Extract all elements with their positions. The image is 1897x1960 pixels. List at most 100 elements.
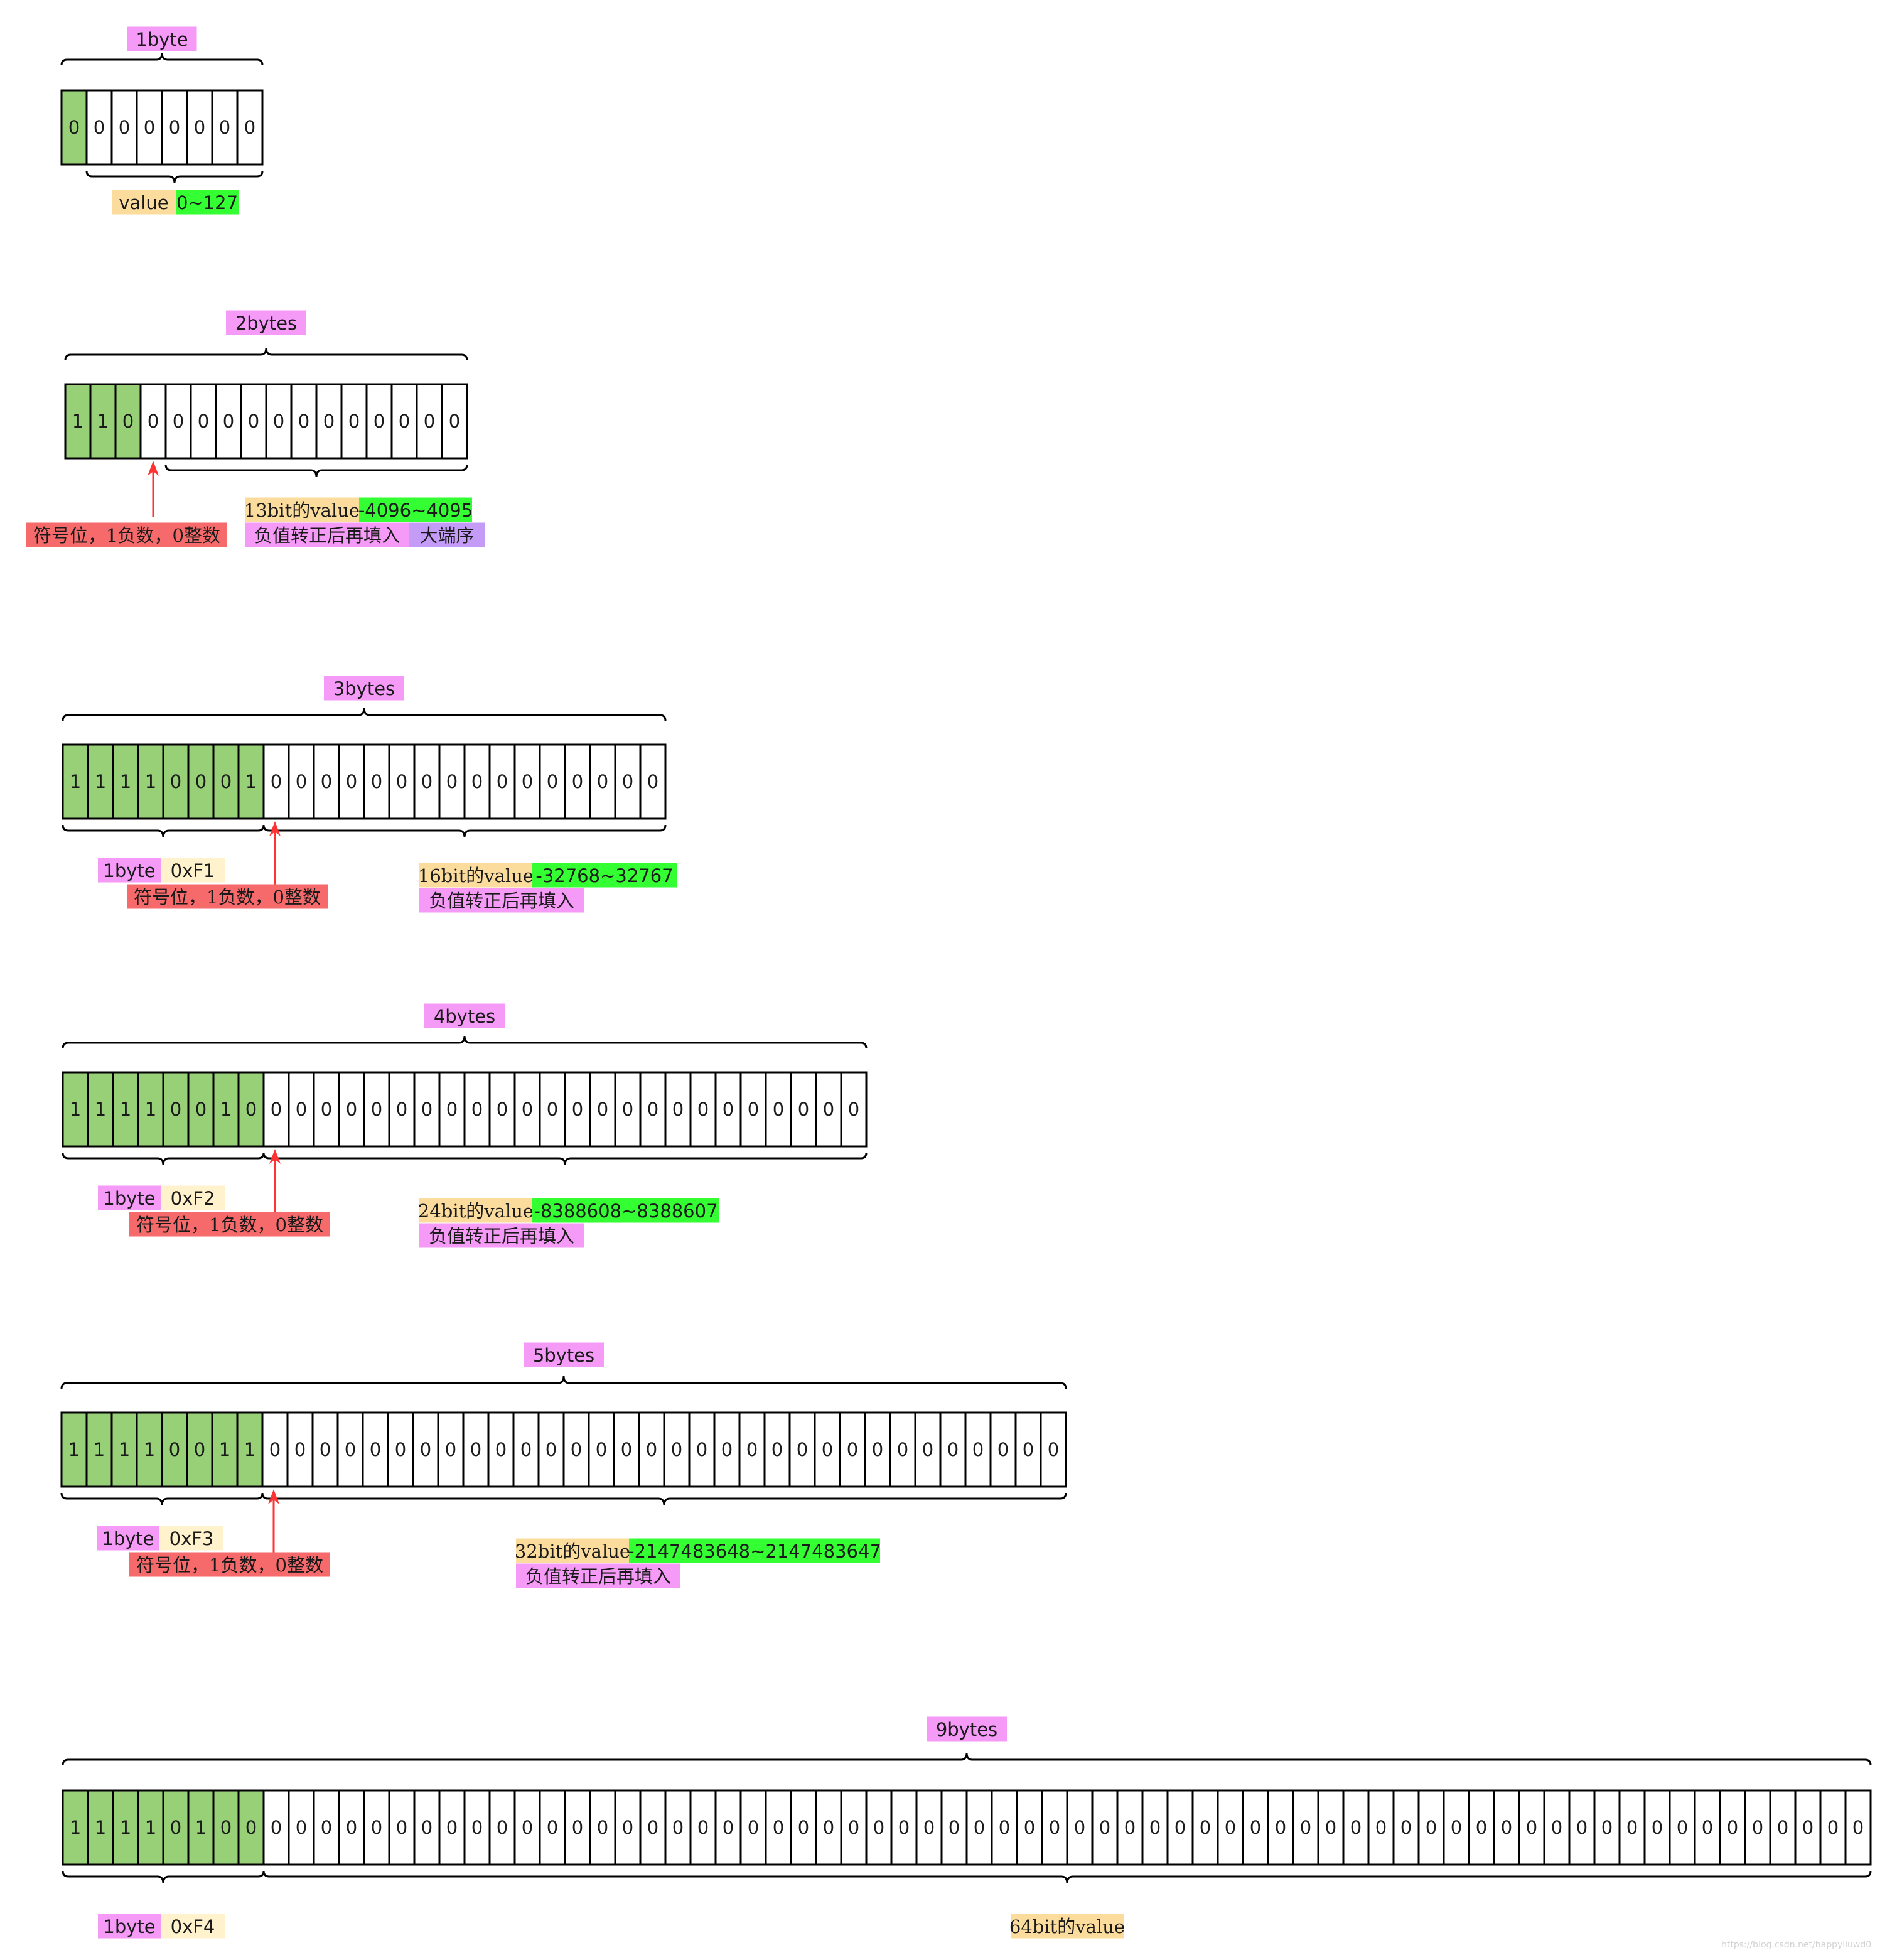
- bit-value: 0: [748, 1099, 759, 1120]
- bit-value: 0: [321, 1817, 332, 1838]
- bit-cell: [162, 743, 190, 820]
- byte-span-brace: [60, 1376, 1067, 1389]
- bit-cell: [1669, 1789, 1696, 1866]
- negative-note-label: 负值转正后再填入: [419, 1223, 584, 1248]
- value-label-bg: [419, 1198, 532, 1223]
- bit-value: 0: [572, 771, 583, 792]
- prefix-byte-label-bg: [98, 1185, 161, 1210]
- bit-value: 0: [646, 1439, 657, 1460]
- bit-cell: [64, 383, 92, 460]
- bit-value: 1: [244, 1439, 255, 1460]
- bit-value: 0: [647, 1099, 658, 1120]
- value-label: value: [112, 190, 176, 215]
- prefix-byte-label: 1byte: [98, 1914, 161, 1939]
- bit-cell: [614, 743, 642, 820]
- bit-cell: [363, 1071, 390, 1148]
- bit-value: 0: [346, 1099, 357, 1120]
- prefix-byte-label: 1byte: [98, 1185, 161, 1210]
- bit-value: 0: [298, 411, 309, 432]
- bytes-label-bg: [127, 26, 197, 51]
- negative-note-label: 负值转正后再填入: [245, 522, 409, 547]
- bit-value: 0: [1124, 1817, 1136, 1838]
- bit-value: 0: [449, 411, 460, 432]
- bit-value: 1: [70, 1817, 81, 1838]
- endian-label-bg: [409, 522, 485, 547]
- sign-bit-label-text: 符号位，1负数，0整数: [33, 525, 220, 546]
- bit-cell: [940, 1789, 968, 1866]
- prefix-byte-label-bg: [98, 1914, 161, 1939]
- bit-cell: [488, 1789, 516, 1866]
- value-label-text: 32bit的value: [515, 1541, 630, 1562]
- bit-value: 0: [1149, 1817, 1161, 1838]
- endian-label: 大端序: [409, 522, 485, 547]
- bit-cell: [211, 1411, 239, 1488]
- bit-value: 0: [545, 1439, 557, 1460]
- bytes-label-bg: [324, 676, 404, 701]
- bit-value: 0: [520, 1439, 532, 1460]
- bit-cell: [236, 1411, 264, 1488]
- bit-value: 0: [972, 1439, 984, 1460]
- bit-cell: [85, 1411, 113, 1488]
- bit-cell: [438, 1071, 466, 1148]
- bit-cell: [211, 89, 239, 166]
- prefix-hex-label: 0xF2: [161, 1185, 225, 1210]
- bit-value: 0: [823, 1817, 834, 1838]
- bit-value: 0: [671, 1439, 682, 1460]
- range-label-bg: [359, 497, 472, 522]
- value-label-bg: [112, 190, 176, 215]
- bit-value: 1: [120, 771, 131, 792]
- bit-value: 0: [1777, 1817, 1788, 1838]
- bit-cell: [512, 1411, 540, 1488]
- bit-cell: [186, 1411, 213, 1488]
- bit-value: 0: [1024, 1817, 1035, 1838]
- bit-value: 0: [421, 1817, 433, 1838]
- bit-value: 1: [145, 1099, 156, 1120]
- bit-value: 0: [1350, 1817, 1362, 1838]
- bit-value: 0: [371, 1099, 382, 1120]
- bit-value: 0: [797, 1439, 808, 1460]
- bytes-label: 1byte: [127, 26, 197, 51]
- bit-value: 0: [148, 411, 159, 432]
- bit-cell: [413, 1789, 441, 1866]
- bit-cell: [390, 383, 418, 460]
- prefix-hex-label-text: 0xF1: [171, 860, 215, 881]
- bit-value: 0: [395, 1439, 406, 1460]
- sign-bit-label: 符号位，1负数，0整数: [127, 884, 328, 909]
- bit-value: 0: [1099, 1817, 1110, 1838]
- prefix-byte-label: 1byte: [97, 1526, 159, 1551]
- bit-value: 0: [373, 411, 385, 432]
- bit-value: 0: [348, 411, 360, 432]
- bit-value: 0: [321, 1099, 332, 1120]
- bit-value: 0: [296, 1817, 307, 1838]
- bit-value: 0: [1652, 1817, 1663, 1838]
- sign-bit-label: 符号位，1负数，0整数: [26, 522, 227, 547]
- bit-value: 0: [999, 1817, 1010, 1838]
- bit-cell: [237, 743, 265, 820]
- bit-cell: [60, 89, 88, 166]
- bit-value: 0: [220, 771, 232, 792]
- bit-cell: [788, 1411, 816, 1488]
- prefix-hex-label: 0xF1: [161, 858, 225, 883]
- bit-value: 0: [194, 1439, 205, 1460]
- bit-cell: [286, 1411, 314, 1488]
- value-label: 24bit的value: [418, 1198, 534, 1223]
- bit-value: 0: [470, 1439, 481, 1460]
- bit-cell: [865, 1789, 893, 1866]
- bit-cell: [237, 1071, 265, 1148]
- bit-cell: [965, 1789, 993, 1866]
- bytes-label-text: 5bytes: [533, 1345, 594, 1366]
- bit-value: 0: [798, 1817, 809, 1838]
- bit-value: 0: [1250, 1817, 1261, 1838]
- bit-value: 0: [773, 1817, 784, 1838]
- byte-span-brace: [62, 1035, 868, 1049]
- negative-note-label: 负值转正后再填入: [419, 888, 584, 913]
- bit-value: 0: [495, 1439, 507, 1460]
- sign-bit-label: 符号位，1负数，0整数: [129, 1212, 330, 1237]
- bit-value: 0: [1300, 1817, 1311, 1838]
- bit-value: 1: [219, 1439, 230, 1460]
